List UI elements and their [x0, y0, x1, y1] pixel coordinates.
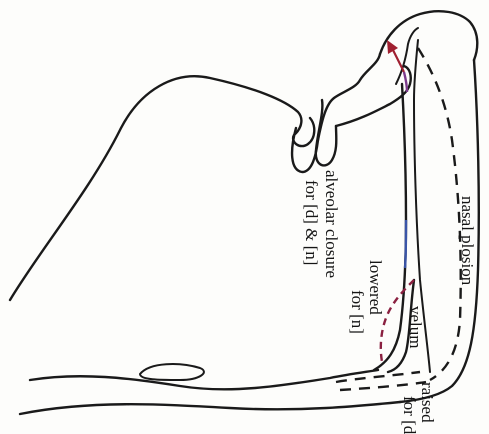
upper-lip: [318, 54, 380, 140]
airflow-arrow: [392, 48, 404, 72]
epiglottis-detail: [140, 364, 204, 380]
palate-outline: [10, 76, 314, 300]
lowered-text: lowered: [366, 260, 385, 315]
glottis-closure-lower: [340, 382, 426, 390]
lowered-text-2: for [n]: [348, 290, 367, 334]
label-velum: velum: [406, 306, 424, 349]
arrow-head-icon: [387, 40, 398, 54]
label-raised-line2: for [d]: [400, 396, 418, 434]
velum-text: velum: [406, 306, 425, 349]
label-alveolar-closure: alveolar closure: [322, 170, 340, 278]
highlight-tract-2: [404, 72, 407, 92]
raised-text: raised: [418, 382, 437, 423]
label-nasal-plosion: nasal plosion: [458, 196, 476, 285]
tongue-dorsum: [374, 84, 406, 370]
oral-floor: [20, 402, 400, 414]
nasal-plosion-text: nasal plosion: [458, 196, 477, 285]
raised-text-2: for [d]: [400, 396, 419, 434]
label-alveolar-closure-line2: for [d] & [n]: [302, 180, 320, 265]
label-lowered: lowered: [366, 260, 384, 315]
alveolar-closure-text: alveolar closure: [322, 170, 341, 278]
label-lowered-line2: for [n]: [348, 290, 366, 334]
alveolar-closure-text-2: for [d] & [n]: [302, 180, 321, 265]
label-raised: raised: [418, 382, 436, 423]
highlight-tract: [405, 220, 406, 268]
